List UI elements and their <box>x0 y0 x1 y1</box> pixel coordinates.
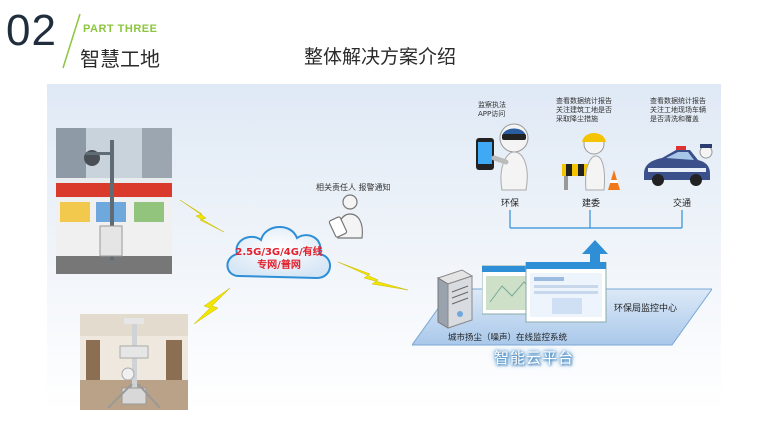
system-caption: 城市扬尘（噪声）在线监控系统 <box>448 333 568 343</box>
env-label: 环保 <box>500 199 519 209</box>
wireless-bolt-icon <box>193 287 231 325</box>
desc-line: 关注建筑工地是否 <box>556 106 612 114</box>
desc-line: 采取降尘措施 <box>556 115 598 123</box>
slide-title: 整体解决方案介绍 <box>303 46 456 68</box>
wireless-bolt-icon <box>337 261 409 291</box>
device-photo <box>80 314 188 410</box>
part-label: PART THREE <box>83 23 158 35</box>
distribution-connector <box>509 210 683 229</box>
desc-line: 查看数据统计报告 <box>650 97 706 105</box>
monitoring-screens-icon <box>482 262 607 323</box>
server-icon <box>436 269 474 329</box>
traffic-label: 交通 <box>672 199 691 209</box>
site-monitor-photo <box>56 128 172 274</box>
desc-line: 查看数据统计报告 <box>556 97 612 105</box>
construction-label: 建委 <box>581 199 600 209</box>
construction-worker-icon <box>562 133 620 191</box>
monitor-center-label: 环保局监控中心 <box>614 304 678 314</box>
alert-label: 相关责任人 报警通知 <box>316 183 391 192</box>
inspector-phone-icon <box>476 123 529 191</box>
desc-line: APP访问 <box>478 110 506 118</box>
network-type-line: 2.5G/3G/4G/有线 <box>235 247 323 258</box>
cloud-platform-label: 智能云平台 <box>494 349 575 367</box>
network-type-line: 专网/普网 <box>257 260 301 271</box>
desc-line: 是否清洗和覆盖 <box>650 115 699 123</box>
network-cloud-icon <box>226 226 331 280</box>
section-number: 02 <box>6 6 57 55</box>
desc-line: 关注工地现场车辆 <box>650 106 706 114</box>
section-title: 智慧工地 <box>80 47 160 71</box>
up-arrow-icon <box>582 240 608 272</box>
divider-slash-icon <box>62 13 81 69</box>
env-desc: 监察执法 APP访问 <box>478 101 506 119</box>
desc-line: 监察执法 <box>478 101 506 109</box>
network-cloud-text: 2.5G/3G/4G/有线 专网/普网 <box>221 246 337 272</box>
construction-desc: 查看数据统计报告 关注建筑工地是否 采取降尘措施 <box>556 97 612 124</box>
traffic-desc: 查看数据统计报告 关注工地现场车辆 是否清洗和覆盖 <box>650 97 706 124</box>
person-phone-icon <box>328 194 363 239</box>
wireless-bolt-icon <box>179 199 225 233</box>
police-car-icon <box>644 144 713 186</box>
